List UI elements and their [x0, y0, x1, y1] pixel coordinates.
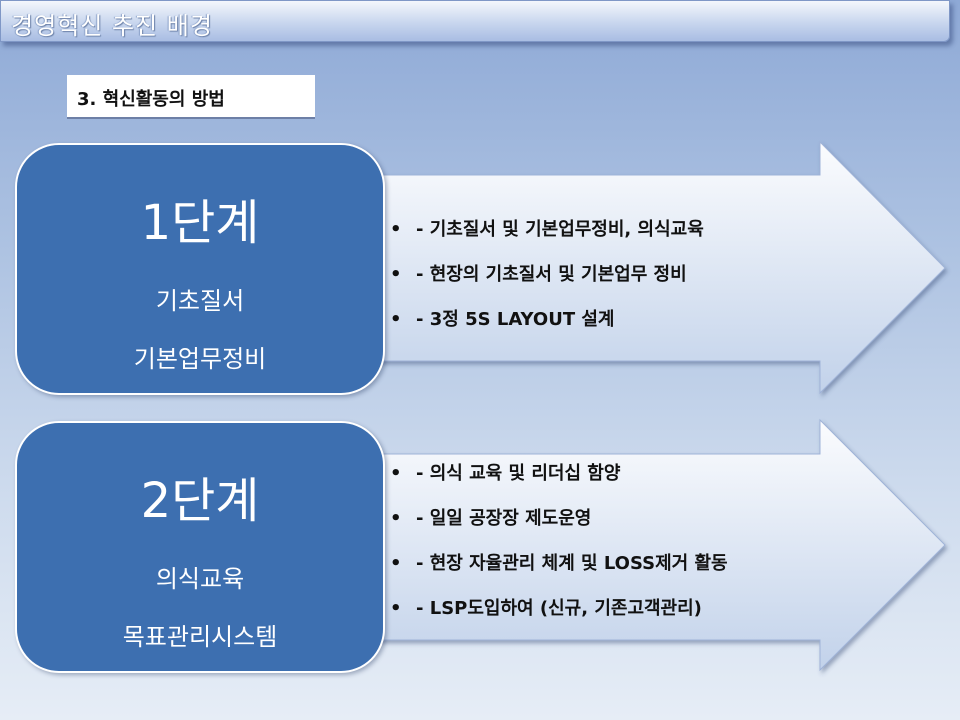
- list-item: - LSP도입하여 (신규, 기존고객관리): [390, 597, 728, 642]
- list-item: - 의식 교육 및 리더십 함양: [390, 462, 728, 507]
- stage-1-item-list: - 기초질서 및 기본업무정비, 의식교육 - 현장의 기초질서 및 기본업무 …: [390, 218, 704, 353]
- section-title: 3. 혁신활동의 방법: [77, 89, 225, 110]
- slide-title-bar: 경영혁신 추진 배경: [0, 0, 950, 42]
- stage-1-line-2: 기본업무정비: [133, 345, 267, 373]
- list-item: - 현장의 기초질서 및 기본업무 정비: [390, 263, 704, 308]
- list-item: - 일일 공장장 제도운영: [390, 507, 728, 552]
- stage-2-item-list: - 의식 교육 및 리더십 함양 - 일일 공장장 제도운영 - 현장 자율관리…: [390, 462, 728, 642]
- section-title-box: 3. 혁신활동의 방법: [67, 75, 315, 119]
- stage-2-box: 2단계 의식교육 목표관리시스템: [15, 421, 385, 673]
- list-item: - 3정 5S LAYOUT 설계: [390, 308, 704, 353]
- stage-1-box: 1단계 기초질서 기본업무정비: [15, 143, 385, 395]
- stage-2-line-1: 의식교육: [155, 565, 245, 593]
- stage-1-line-1: 기초질서: [155, 287, 245, 315]
- slide-title: 경영혁신 추진 배경: [11, 12, 213, 40]
- stage-1-heading: 1단계: [140, 195, 260, 251]
- stage-2-heading: 2단계: [140, 473, 260, 529]
- stage-2-line-2: 목표관리시스템: [122, 623, 278, 651]
- list-item: - 기초질서 및 기본업무정비, 의식교육: [390, 218, 704, 263]
- list-item: - 현장 자율관리 체계 및 LOSS제거 활동: [390, 552, 728, 597]
